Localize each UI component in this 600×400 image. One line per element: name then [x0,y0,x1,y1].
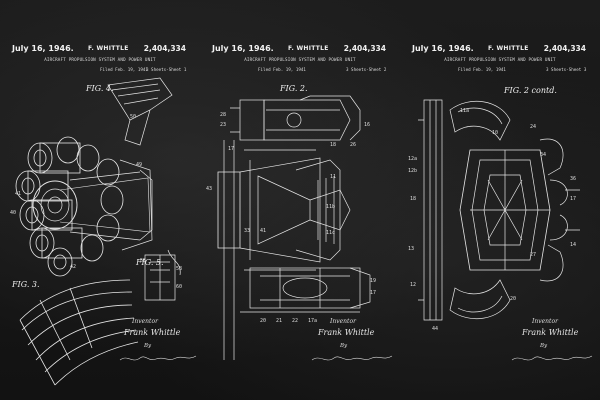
svg-text:40: 40 [10,210,16,216]
svg-text:34: 34 [540,152,546,158]
svg-text:17: 17 [570,196,576,202]
svg-text:24: 24 [530,124,536,130]
patent-sheet-count: 3 Sheets-Sheet 2 [346,67,387,72]
patent-filed-date: Filed Feb. 19, 1941 [458,67,506,72]
engine-section-continued-drawing: 12a 12b 18 13 12 11a 10 24 34 36 17 14 27 20 44 [400,0,600,400]
svg-text:28: 28 [220,112,226,118]
patent-title: AIRCRAFT PROPULSION SYSTEM AND POWER UNI… [44,57,156,62]
svg-text:50: 50 [130,114,136,120]
by-label: By [540,343,548,349]
attorney-signature [311,355,393,361]
svg-text:18: 18 [410,196,416,202]
inventor-label: Inventor [132,318,158,325]
svg-text:36: 36 [570,176,576,182]
svg-text:14: 14 [570,242,576,248]
patent-title: AIRCRAFT PROPULSION SYSTEM AND POWER UNI… [444,57,556,62]
svg-text:10: 10 [492,130,498,136]
inventor-signature: Frank Whittle [522,328,579,337]
svg-text:12b: 12b [408,168,417,174]
svg-text:22: 22 [292,318,298,324]
svg-text:17a: 17a [308,318,317,324]
patent-inventor-header: F. WHITTLE [288,45,329,52]
inventor-signature: Frank Whittle [318,328,375,337]
figure-label-2: FIG. 2. [280,84,308,93]
patent-number: 2,404,334 [543,44,586,53]
engine-perspective-drawing: 40 41 50 49 60 55 58 42 [0,0,200,400]
svg-text:49: 49 [136,162,142,168]
attorney-signature [119,355,197,361]
attorney-signature [511,355,593,361]
svg-text:43: 43 [206,186,212,192]
svg-text:12: 12 [410,282,416,288]
patent-sheet-3: 12a 12b 18 13 12 11a 10 24 34 36 17 14 27 20 44 Ju… [400,0,600,400]
patent-sheet-count: 3 Sheets-Sheet 1 [146,67,187,72]
svg-text:11: 11 [330,174,336,180]
svg-text:58: 58 [176,266,182,272]
svg-text:11c: 11c [326,230,335,236]
patent-number: 2,404,334 [143,44,186,53]
svg-text:18: 18 [330,142,336,148]
svg-text:11b: 11b [326,204,335,210]
figure-label-3: FIG. 3. [12,280,40,289]
inventor-label: Inventor [330,318,356,325]
patent-title: AIRCRAFT PROPULSION SYSTEM AND POWER UNI… [244,57,356,62]
svg-text:13: 13 [408,246,414,252]
by-label: By [340,343,348,349]
svg-text:19: 19 [370,278,376,284]
patent-inventor-header: F. WHITTLE [88,45,129,52]
svg-text:42: 42 [70,264,76,270]
svg-text:11a: 11a [460,108,469,114]
patent-sheet-1: 40 41 50 49 60 55 58 42 July 16, 1946. F. WH… [0,0,200,400]
patent-inventor-header: F. WHITTLE [488,45,529,52]
svg-text:23: 23 [220,122,226,128]
inventor-signature: Frank Whittle [124,328,181,337]
svg-text:41: 41 [15,191,21,197]
by-label: By [144,343,152,349]
svg-text:27: 27 [530,252,536,258]
svg-text:20: 20 [260,318,266,324]
figure-label-4: FIG. 4. [86,84,114,93]
patent-sheet-count: 3 Sheets-Sheet 3 [546,67,587,72]
svg-text:55: 55 [140,258,146,264]
svg-text:20: 20 [510,296,516,302]
svg-text:17: 17 [228,146,234,152]
engine-section-drawing: 28 23 17 18 26 16 33 43 41 11 11b 11c 19 17 20 21 2… [200,0,400,400]
svg-text:33: 33 [244,228,250,234]
patent-filed-date: Filed Feb. 19, 1941 [258,67,306,72]
patent-number: 2,404,334 [343,44,386,53]
figure-label-2-contd: FIG. 2 contd. [504,86,557,95]
patent-date: July 16, 1946. [12,44,74,53]
patent-date: July 16, 1946. [212,44,274,53]
svg-text:12a: 12a [408,156,417,162]
svg-text:21: 21 [276,318,282,324]
figure-label-5: FIG. 5. [136,258,164,267]
patent-filed-date: Filed Feb. 19, 1941 [100,67,148,72]
svg-text:26: 26 [350,142,356,148]
svg-text:16: 16 [364,122,370,128]
patent-sheet-2: 28 23 17 18 26 16 33 43 41 11 11b 11c 19 17 20 21 2… [200,0,400,400]
patent-date: July 16, 1946. [412,44,474,53]
svg-text:41: 41 [260,228,266,234]
svg-text:17: 17 [370,290,376,296]
svg-text:60: 60 [176,284,182,290]
svg-text:44: 44 [432,326,438,332]
inventor-label: Inventor [532,318,558,325]
